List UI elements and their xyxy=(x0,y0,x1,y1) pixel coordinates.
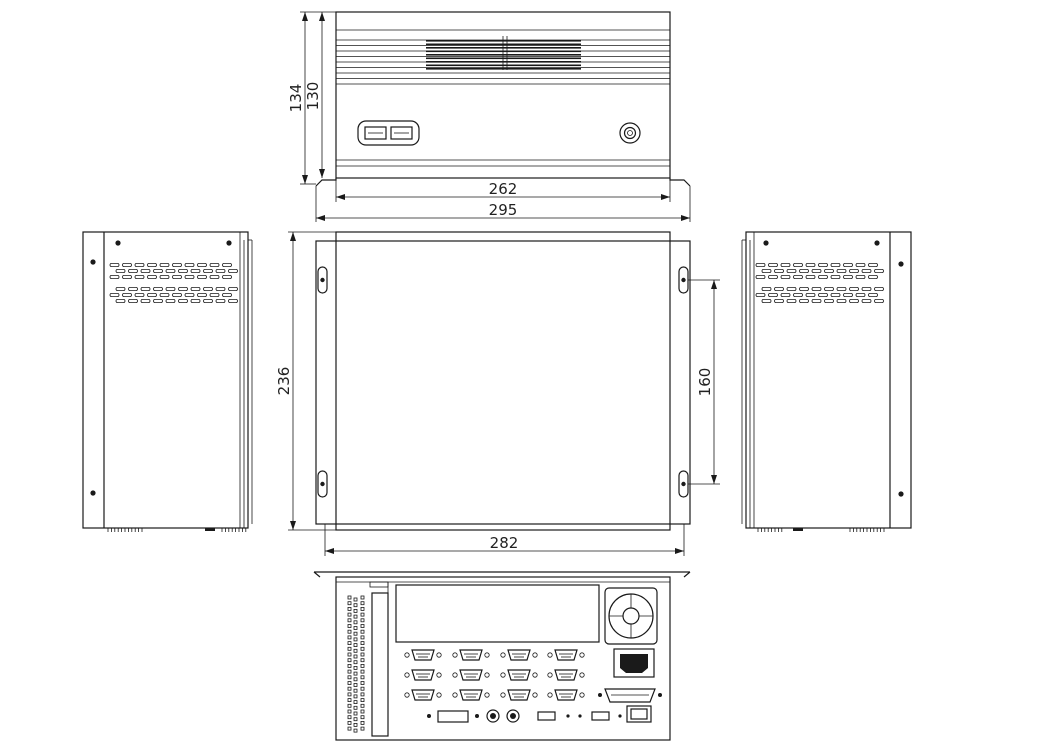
dim-front-width-overall: 295 xyxy=(315,186,691,222)
dim-130-label: 130 xyxy=(304,82,322,111)
ps2-port xyxy=(506,709,520,723)
parallel-port xyxy=(598,688,662,703)
dim-front-height-body: 130 xyxy=(304,12,325,178)
usb-port xyxy=(591,711,610,721)
serial-port-grid xyxy=(404,649,585,701)
dim-134-label: 134 xyxy=(287,84,305,113)
dim-top-width: 282 xyxy=(324,524,685,556)
dim-160-label: 160 xyxy=(696,368,714,397)
dim-262-label: 262 xyxy=(489,180,518,198)
display-connector xyxy=(437,710,469,723)
ventilation-slots xyxy=(109,262,238,303)
heatsink-fin-edge xyxy=(757,528,885,532)
cooling-fan xyxy=(604,587,658,645)
dim-mount-hole-spacing: 160 xyxy=(688,279,720,485)
ventilation-slots xyxy=(755,262,884,303)
dim-front-width-body: 262 xyxy=(335,178,671,202)
power-inlet xyxy=(613,648,655,678)
expansion-card-window xyxy=(395,584,600,643)
power-button xyxy=(619,122,641,144)
top-view xyxy=(315,231,691,531)
usb-port xyxy=(537,711,556,721)
dim-236-label: 236 xyxy=(275,367,293,396)
dim-295-label: 295 xyxy=(489,201,518,219)
keyhole-slot xyxy=(678,266,689,294)
keyhole-slot xyxy=(678,470,689,498)
heatsink-fins xyxy=(336,36,670,85)
ps2-port xyxy=(486,709,500,723)
dim-282-label: 282 xyxy=(490,534,519,552)
dim-front-height-overall: 134 xyxy=(287,11,336,185)
left-side-view xyxy=(82,231,253,532)
expansion-slot-perforations xyxy=(347,595,365,733)
usb-port-pair xyxy=(357,120,420,146)
keyhole-slot xyxy=(317,266,328,294)
right-side-view xyxy=(741,231,912,532)
rear-view xyxy=(313,571,691,741)
front-view xyxy=(315,11,691,187)
keyhole-slot xyxy=(317,470,328,498)
heatsink-fin-edge xyxy=(107,528,247,532)
dim-top-depth: 236 xyxy=(275,231,336,531)
power-switch xyxy=(626,705,652,723)
